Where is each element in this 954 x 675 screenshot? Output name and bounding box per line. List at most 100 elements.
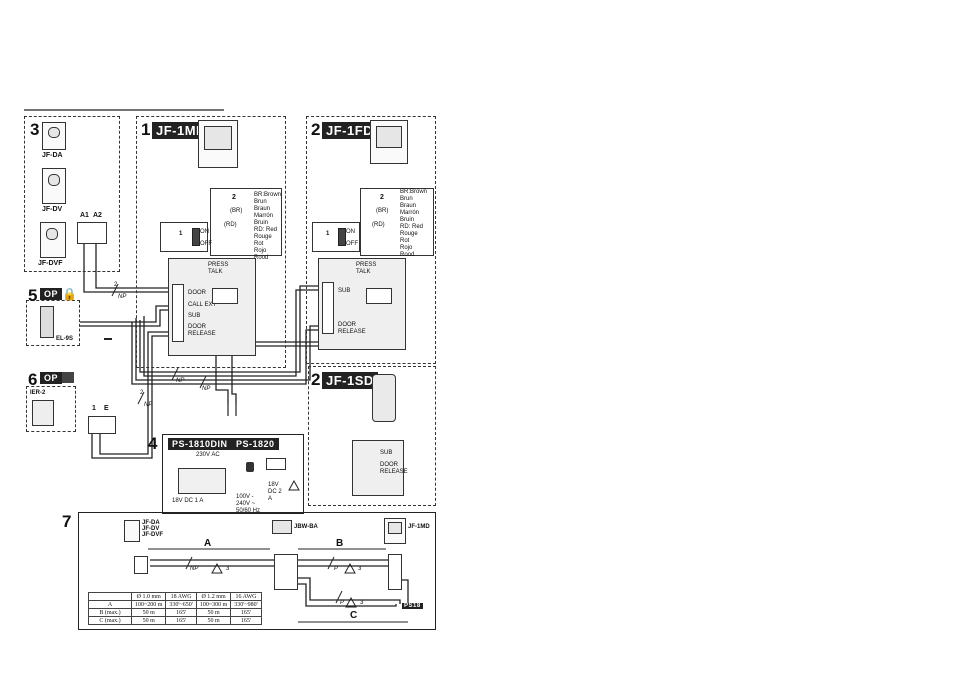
terminal-a1-label: A1	[80, 212, 89, 219]
section-2a-switch-callout	[312, 222, 360, 252]
ier-2-device	[32, 400, 54, 426]
section-1-number: 1	[141, 120, 151, 139]
s7-right-terminal	[388, 554, 402, 590]
section-1-br-label: (BR)	[230, 208, 243, 214]
s7-jf-1md-monitor	[384, 518, 406, 544]
section-2a-press-talk: PRESS TALK	[356, 262, 377, 275]
section-1-switch-off: OFF	[200, 241, 212, 247]
jf-1fd-power-terminal	[366, 288, 392, 304]
table-header: Ø 1.0 mm	[130, 592, 167, 601]
section-2b-model-badge: JF-1SD	[322, 372, 378, 389]
section-2a-model-badge: JF-1FD	[322, 122, 378, 139]
table-cell: 330'~650'	[165, 600, 197, 609]
s7-warn-3b: 3	[358, 566, 362, 572]
ps-1820-terminal	[266, 458, 286, 470]
s7-warn-3a: 3	[226, 566, 230, 572]
wire-length-table: Ø 1.0 mm 18 AWG Ø 1.2 mm 16 AWG A 100~20…	[88, 592, 262, 625]
table-cell: 165'	[165, 616, 197, 625]
ps-1820-badge: PS-1820	[232, 438, 279, 450]
section-2a-number: 2	[311, 120, 321, 139]
table-header: 16 AWG	[230, 592, 262, 601]
table-row: C (max.) 50 m 165' 50 m 165'	[88, 616, 262, 625]
pt-badge	[104, 338, 112, 340]
jf-1fd-monitor	[370, 120, 408, 164]
s7-jf-1md-label: JF-1MD	[408, 524, 430, 530]
ps-1810din-unit	[178, 468, 226, 494]
wire-two-4: 2	[140, 390, 144, 396]
section-2b-term-sub: SUB	[380, 450, 393, 456]
jf-dvf-label: JF-DVF	[38, 260, 63, 267]
lock-icon: 🔒	[62, 287, 77, 301]
dim-b-label: B	[336, 538, 344, 549]
section-2a-switch-off: OFF	[346, 241, 358, 247]
wire-np-2: NP	[176, 378, 185, 384]
wire-two-1: 2	[114, 282, 118, 288]
ier-2-terminal-block	[88, 416, 116, 434]
section-2a-warning-1: 1	[326, 231, 330, 237]
section-2a-br-label: (BR)	[376, 208, 389, 214]
ier-2-label: IER-2	[30, 390, 46, 396]
s7-center-terminal	[274, 554, 298, 590]
section-6-number: 6	[28, 370, 38, 389]
section-2a-term-sub: SUB	[338, 288, 351, 294]
table-cell: 165'	[165, 608, 197, 617]
section-2a-color-callout	[360, 188, 434, 256]
term-door-release-label: DOOR RELEASE	[188, 324, 216, 337]
s7-wire-p-1: P	[334, 566, 339, 572]
jf-1sd-terminal-panel	[352, 440, 404, 496]
section-2b-box	[308, 366, 436, 506]
ier-2-terminal-1: 1	[92, 405, 96, 412]
table-cell: A	[88, 600, 132, 609]
section-1-colors-br: BR:Brown Brun Braun Marrón Bruin RD: Red…	[254, 192, 282, 261]
chime-icon	[62, 372, 74, 383]
jbw-ba-junction	[272, 520, 292, 534]
section-3-box	[24, 116, 120, 272]
section-3-number: 3	[30, 120, 40, 139]
electric-lock	[40, 306, 54, 338]
section-2a-warning-2: 2	[380, 194, 384, 201]
section-2a-rd-label: (RD)	[372, 222, 385, 228]
section-1-switch-callout	[160, 222, 208, 252]
section-6-box	[26, 386, 76, 432]
section-1-warning-2: 2	[232, 194, 236, 201]
ps-1810din-out: 18V DC 1 A	[172, 498, 204, 504]
jf-1md-terminal-strip	[172, 284, 184, 342]
s7-wire-np: NP	[190, 566, 199, 572]
jf-1md-power-terminal	[212, 288, 238, 304]
section-7-box	[78, 512, 436, 630]
wire-np-4: NP	[144, 402, 153, 408]
table-row: B (max.) 50 m 165' 50 m 165'	[88, 608, 262, 617]
section-2a-term-door-release: DOOR RELEASE	[338, 322, 366, 335]
jf-da-label: JF-DA	[42, 152, 63, 159]
ps-1820-plug-icon	[246, 462, 254, 472]
el-9s-label: EL-9S	[56, 336, 74, 342]
wire-np-3: NP	[202, 386, 211, 392]
ier-2-terminal-e: E	[104, 405, 109, 412]
section-1-dip-switch[interactable]	[192, 228, 200, 246]
jf-dv-station	[42, 168, 66, 204]
table-cell: 330'~980'	[230, 600, 262, 609]
ps-1810din-badge: PS-1810DIN	[168, 438, 232, 450]
dim-c-label: C	[350, 610, 358, 621]
section-1-press-talk: PRESS TALK	[208, 262, 229, 275]
jf-dvf-station	[40, 222, 66, 258]
table-header-row: Ø 1.0 mm 18 AWG Ø 1.2 mm 16 AWG	[88, 592, 262, 601]
section-5-number: 5	[28, 286, 38, 305]
table-cell: C (max.)	[88, 616, 132, 625]
terminal-a2-label: A2	[93, 212, 102, 219]
table-header: 18 AWG	[165, 592, 197, 601]
term-door-label: DOOR	[188, 290, 206, 296]
table-cell: B (max.)	[88, 608, 132, 617]
section-6-op-badge: OP	[40, 372, 63, 384]
section-2a-dip-switch[interactable]	[338, 228, 346, 246]
table-cell: 50 m	[195, 608, 232, 617]
table-cell: 50 m	[130, 616, 167, 625]
table-header	[88, 592, 132, 601]
section-1-rd-label: (RD)	[224, 222, 237, 228]
s7-warn-3c: 3	[360, 600, 364, 606]
section-2a-colors: BR:Brown Brun Braun Marrón Bruin RD: Red…	[400, 189, 428, 258]
section-5-op-badge: OP	[40, 288, 63, 300]
ps18-tag: PS18	[402, 603, 423, 609]
section-4-box	[162, 434, 304, 514]
wire-np-1: NP	[118, 294, 127, 300]
